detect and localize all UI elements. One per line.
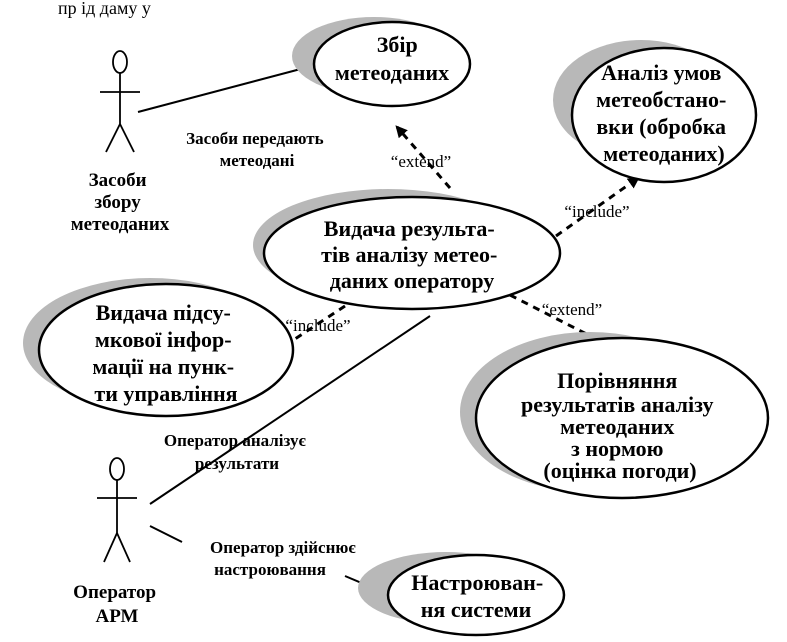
use-case-output-line: Видача результа- bbox=[324, 216, 495, 241]
svg-text:Настроюван- ня системи: Настроюван- ня системи bbox=[411, 570, 548, 622]
stereotype-include-summary: “include” bbox=[285, 316, 350, 335]
use-case-summary-line: мації на пунк- bbox=[92, 354, 234, 379]
stick-figure-icon bbox=[97, 457, 137, 563]
use-case-setup[interactable]: Настроюван- ня системи bbox=[358, 552, 566, 637]
use-case-analysis-line: вки (обробка bbox=[596, 114, 726, 139]
assoc-label-operator-configures: Оператор здійснює bbox=[210, 538, 356, 557]
assoc-label-operator-analyzes: Оператор аналізує bbox=[164, 431, 307, 450]
use-case-analysis-line: метеоданих) bbox=[603, 141, 725, 166]
use-case-compare-line: результатів аналізу bbox=[521, 392, 713, 417]
svg-text:Видача результа- тів ана: Видача результа- тів аналізу метео- дани… bbox=[321, 216, 503, 293]
operator-actor[interactable]: Оператор АРМ bbox=[73, 457, 161, 627]
dep-include-analysis bbox=[555, 176, 640, 238]
stereotype-extend-compare: “extend” bbox=[542, 300, 602, 319]
svg-text:Аналіз умов метеобстано-: Аналіз умов метеобстано- вки (обробка ме… bbox=[596, 60, 732, 166]
operator-actor-label: АРМ bbox=[96, 606, 139, 627]
use-case-compare-line: з нормою bbox=[571, 436, 663, 461]
operator-actor-label: Оператор bbox=[73, 582, 156, 603]
header-fragment: пр ід даму у bbox=[58, 0, 151, 18]
use-case-setup-line: Настроюван- bbox=[411, 570, 543, 595]
use-case-collect-line: метеоданих bbox=[335, 60, 449, 85]
use-case-summary-line: мкової інфор- bbox=[95, 327, 232, 352]
use-case-analysis[interactable]: Аналіз умов метеобстано- вки (обробка ме… bbox=[553, 40, 758, 184]
use-case-summary-line: ти управління bbox=[94, 381, 237, 406]
assoc-operator-output bbox=[149, 315, 431, 505]
assoc-operator-setup bbox=[149, 525, 183, 543]
use-case-setup-line: ня системи bbox=[421, 597, 532, 622]
sources-actor[interactable]: Засоби збору метеоданих bbox=[71, 50, 170, 235]
dep-extend-collect bbox=[395, 125, 452, 189]
stick-figure-icon bbox=[100, 50, 140, 153]
use-case-output[interactable]: Видача результа- тів аналізу метео- дани… bbox=[253, 189, 562, 311]
svg-text:Порівняння результатів а: Порівняння результатів аналізу метеодани… bbox=[521, 368, 719, 483]
stereotype-extend-collect: “extend” bbox=[391, 152, 451, 171]
assoc-label-sources-transmit: метеодані bbox=[220, 151, 295, 170]
stereotype-include-analysis: “include” bbox=[564, 202, 629, 221]
assoc-label-operator-analyzes: результати bbox=[195, 454, 279, 473]
use-case-compare-line: (оцінка погоди) bbox=[543, 458, 696, 483]
sources-actor-label: Засоби bbox=[89, 170, 147, 191]
svg-text:Оператор аналізує результа: Оператор аналізує результати bbox=[164, 431, 310, 473]
assoc-label-operator-configures: настроювання bbox=[214, 560, 326, 579]
sources-actor-label: метеоданих bbox=[71, 214, 170, 235]
assoc-sources-collect bbox=[137, 65, 313, 113]
svg-text:Оператор АРМ: Оператор АРМ bbox=[73, 582, 161, 627]
use-case-compare-line: метеоданих bbox=[560, 414, 674, 439]
use-case-collect[interactable]: Збір метеоданих bbox=[292, 17, 472, 108]
sources-actor-label: збору bbox=[95, 192, 142, 213]
svg-text:Засоби передають метеодані: Засоби передають метеодані bbox=[186, 129, 328, 170]
use-case-analysis-line: Аналіз умов bbox=[601, 60, 721, 85]
svg-text:Засоби збору метео: Засоби збору метеоданих bbox=[71, 170, 170, 235]
use-case-compare[interactable]: Порівняння результатів аналізу метеодани… bbox=[460, 332, 770, 500]
svg-text:Видача підсу- мкової інф: Видача підсу- мкової інфор- мації на пун… bbox=[92, 300, 239, 406]
use-case-summary-line: Видача підсу- bbox=[96, 300, 231, 325]
svg-text:Збір метеоданих: Збір метеоданих bbox=[335, 32, 449, 85]
use-case-output-line: даних оператору bbox=[330, 268, 495, 293]
use-case-analysis-line: метеобстано- bbox=[596, 87, 726, 112]
use-case-summary[interactable]: Видача підсу- мкової інфор- мації на пун… bbox=[23, 278, 295, 418]
use-case-collect-line: Збір bbox=[377, 32, 418, 57]
svg-text:Оператор здійснює настроюв: Оператор здійснює настроювання bbox=[210, 538, 360, 579]
assoc-label-sources-transmit: Засоби передають bbox=[186, 129, 323, 148]
use-case-output-line: тів аналізу метео- bbox=[321, 242, 497, 267]
use-case-compare-line: Порівняння bbox=[557, 368, 677, 393]
